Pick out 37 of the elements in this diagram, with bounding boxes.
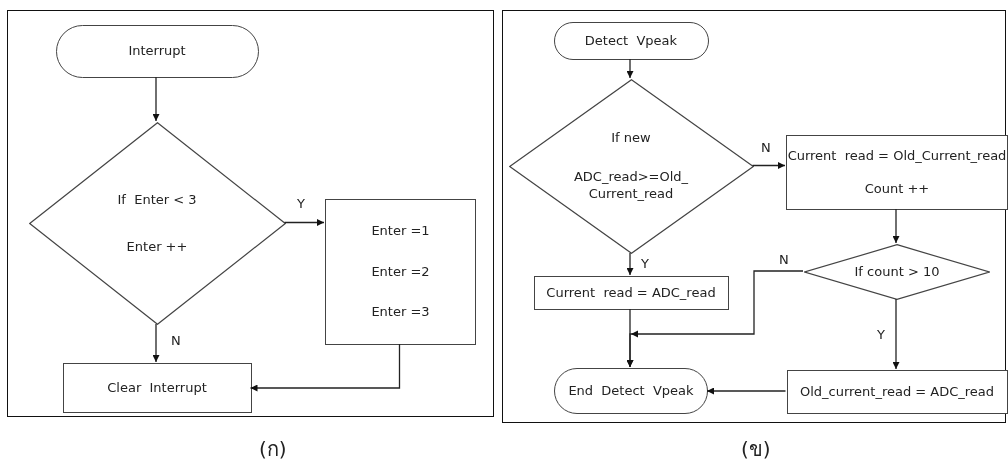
process-box <box>325 199 476 345</box>
arrow <box>892 298 900 370</box>
arrow <box>626 308 634 368</box>
process-box <box>786 370 1008 414</box>
node-text: If count > 10 <box>854 263 940 281</box>
node-text: If new <box>611 130 651 148</box>
terminator-shape <box>55 25 259 78</box>
arrow <box>626 252 634 276</box>
node-text: End Detect Vpeak <box>568 382 694 400</box>
terminator-shape <box>553 22 709 60</box>
panel-label: (ข) <box>741 436 771 463</box>
process-box <box>62 363 252 413</box>
arrow <box>249 343 401 392</box>
node-text: Enter =2 <box>371 263 430 281</box>
node-text: Clear Interrupt <box>107 379 207 397</box>
arrow <box>152 323 160 363</box>
arrow <box>892 208 900 244</box>
node-text: If Enter < 3 <box>117 191 197 209</box>
node-text: Enter =1 <box>371 222 430 240</box>
arrow <box>706 387 787 395</box>
node-text: ADC_read>=Old_ Current_read <box>572 169 690 203</box>
node-text: Count ++ <box>864 180 930 198</box>
node-text: Old_current_read = ADC_read <box>799 383 995 401</box>
node-text: Enter ++ <box>126 238 188 256</box>
arrow <box>751 162 786 169</box>
process-box <box>786 135 1008 210</box>
node-text: Current read = Old_Current_read <box>787 147 1007 165</box>
arrow <box>152 76 160 122</box>
node-text: Current read = ADC_read <box>546 284 716 302</box>
node-text: Detect Vpeak <box>584 32 678 50</box>
process-box <box>533 276 729 310</box>
arrow <box>626 58 634 79</box>
arrow <box>283 219 325 226</box>
terminator-shape <box>554 368 708 414</box>
node-text: Enter =3 <box>371 304 430 322</box>
node-text: Interrupt <box>128 43 186 60</box>
panel-label: (ก) <box>259 436 287 463</box>
